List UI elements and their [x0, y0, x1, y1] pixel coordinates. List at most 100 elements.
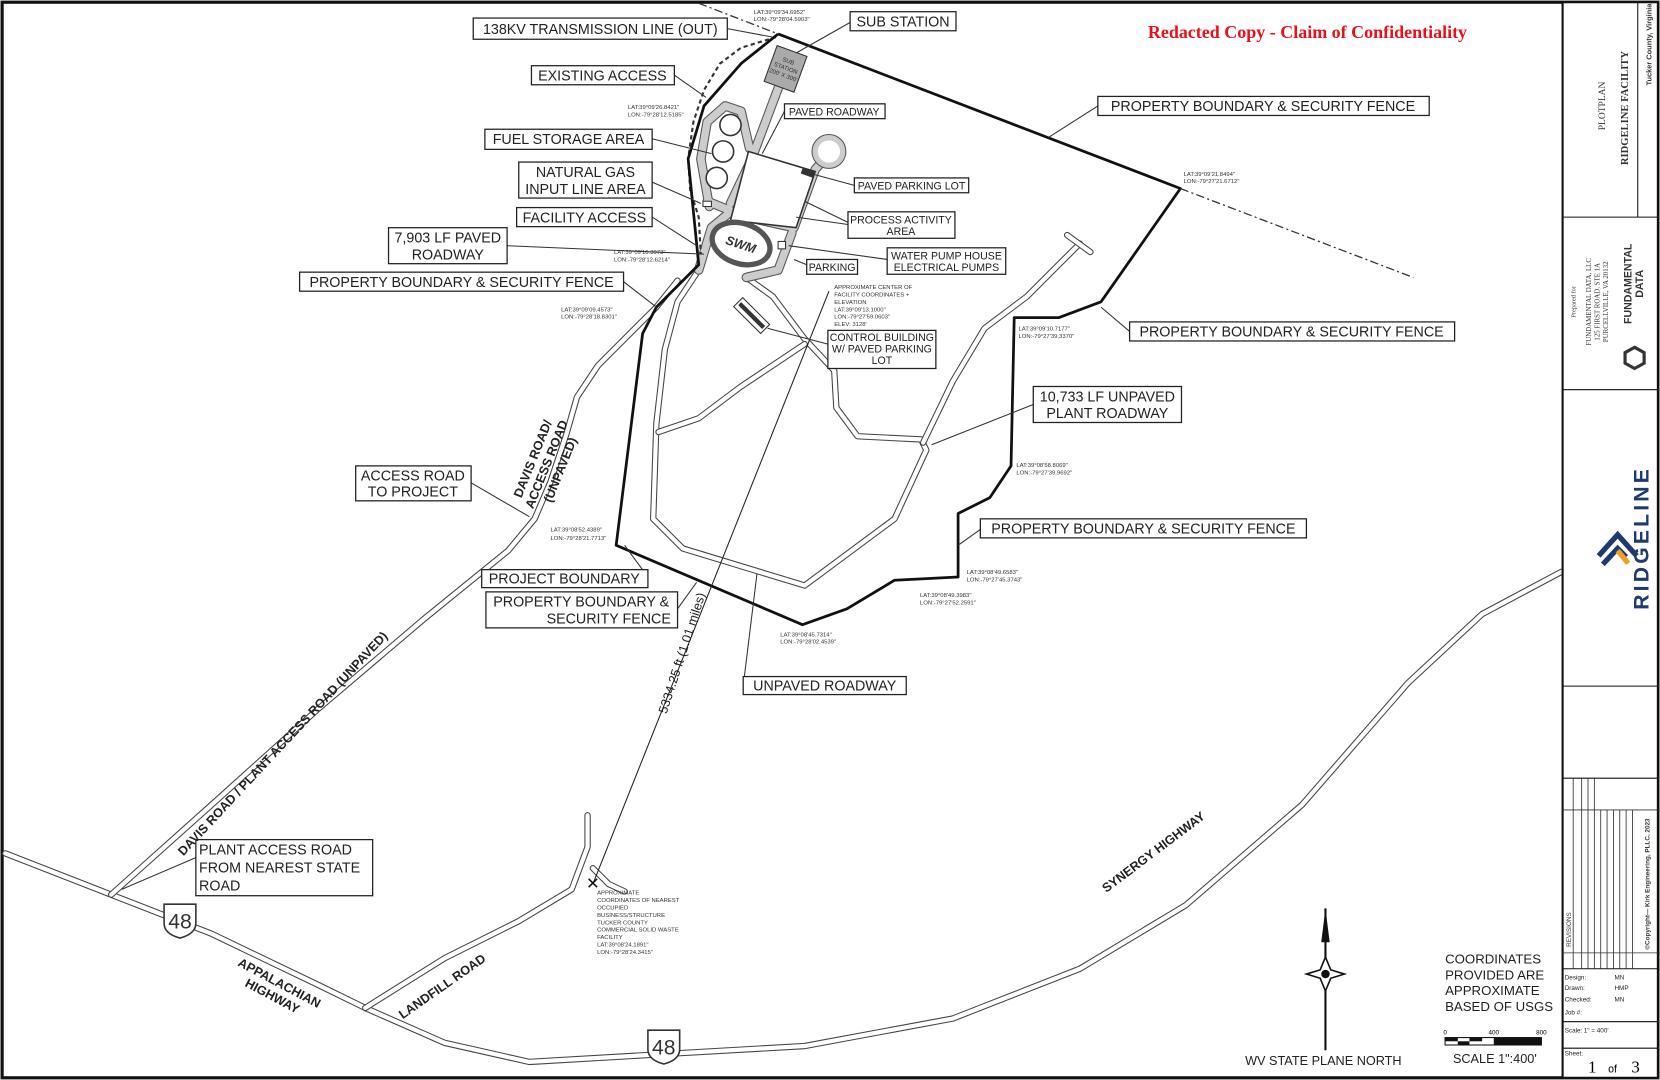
coordinates-note: COORDINATES PROVIDED ARE APPROXIMATE BAS…: [1445, 951, 1553, 1014]
svg-text:FROM NEAREST STATE: FROM NEAREST STATE: [199, 860, 360, 876]
callout-fence-east: PROPERTY BOUNDARY & SECURITY FENCE: [1128, 321, 1456, 342]
unpaved-plant-roads: [650, 231, 1094, 589]
svg-text:Scale:: Scale:: [1565, 1027, 1583, 1034]
north-reference: WV STATE PLANE NORTH: [1245, 1054, 1402, 1068]
svg-text:APPROXIMATE CENTER OF: APPROXIMATE CENTER OF: [834, 285, 912, 291]
fence-extension: [1180, 187, 1414, 279]
callout-existing-access: EXISTING ACCESS: [530, 65, 676, 86]
svg-text:FUNDAMENTAL: FUNDAMENTAL: [1622, 243, 1634, 324]
svg-text:LAT:39°09'13.1000": LAT:39°09'13.1000": [834, 307, 885, 313]
svg-text:LAT:39°09'21.8494": LAT:39°09'21.8494": [1184, 172, 1235, 178]
svg-text:PROPERTY BOUNDARY & SECURITY: PROPERTY BOUNDARY & SECURITY FENCE: [1111, 99, 1415, 115]
project-name: RIDGELINE FACILITY: [1620, 51, 1631, 165]
svg-text:LOT: LOT: [872, 355, 893, 367]
svg-text:INPUT LINE AREA: INPUT LINE AREA: [525, 182, 646, 198]
svg-text:SUB: SUB: [781, 57, 795, 67]
coord-label: LAT:39°09'21.8494"LON:-79°27'21.6712": [1184, 172, 1240, 185]
svg-text:LON:-79°28'02.4539": LON:-79°28'02.4539": [780, 640, 836, 646]
svg-text:LON:-79°28'24.3415": LON:-79°28'24.3415": [597, 950, 653, 956]
paved-parking-lot: [800, 167, 815, 178]
fuel-storage-tanks: [705, 113, 742, 190]
center-point-label: APPROXIMATE CENTER OF FACILITY COORDINAT…: [834, 285, 912, 328]
nearest-structure-label: APPROXIMATE COORDINATES OF NEAREST OCCUP…: [597, 891, 680, 956]
svg-text:PROCESS ACTIVITY: PROCESS ACTIVITY: [850, 214, 952, 226]
coord-label: LAT:39°09'10.7177"LON:-79°27'39.3370": [1018, 326, 1074, 339]
svg-text:Checked:: Checked:: [1565, 997, 1592, 1004]
property-boundary-fence: [614, 32, 1182, 627]
callout-paved-roadway: PAVED ROADWAY: [783, 103, 886, 120]
svg-text:400: 400: [1488, 1029, 1499, 1036]
svg-text:Drawn:: Drawn:: [1565, 985, 1585, 992]
svg-text:ELECTRICAL PUMPS: ELECTRICAL PUMPS: [894, 262, 999, 274]
svg-text:SUB STATION: SUB STATION: [856, 15, 949, 31]
callout-fence-south: PROPERTY BOUNDARY &SECURITY FENCE: [485, 591, 679, 629]
svg-text:ROAD: ROAD: [199, 878, 240, 894]
highways: [2, 277, 1565, 1066]
svg-text:PARKING: PARKING: [809, 262, 856, 274]
revisions-label: REVISIONS: [1566, 912, 1573, 947]
svg-text:PROPERTY BOUNDARY & SECURITY F: PROPERTY BOUNDARY & SECURITY FENCE: [309, 275, 613, 291]
coord-label: LAT:39°09'09.4573"LON:-79°28'18.8301": [561, 307, 617, 320]
svg-text:PROVIDED ARE: PROVIDED ARE: [1445, 967, 1544, 982]
sheet-type: PLOTPLAN: [1598, 81, 1608, 130]
callout-paved-parking: PAVED PARKING LOT: [853, 177, 970, 194]
svg-text:RIDGELINE: RIDGELINE: [1630, 466, 1653, 610]
sheet-number: 1 of 3: [1588, 1058, 1640, 1077]
svg-text:LON:-79°28'12.6214": LON:-79°28'12.6214": [614, 258, 670, 264]
cul-de-sac: [812, 135, 846, 168]
svg-text:MN: MN: [1614, 997, 1624, 1004]
fundamental-data-logo: FUNDAMENTAL DATA: [1622, 243, 1646, 371]
svg-text:LON:-79°28'04.5903": LON:-79°28'04.5903": [754, 17, 810, 23]
callout-project-boundary: PROJECT BOUNDARY: [481, 569, 649, 589]
svg-text:PROPERTY BOUNDARY &: PROPERTY BOUNDARY &: [493, 595, 669, 611]
svg-text:FACILITY ACCESS: FACILITY ACCESS: [523, 210, 647, 226]
svg-text:AREA: AREA: [887, 226, 917, 238]
svg-text:1" = 400': 1" = 400': [1584, 1027, 1609, 1034]
scale-bar: 0 400 800 SCALE 1":400': [1443, 1029, 1547, 1066]
svg-text:EXISTING ACCESS: EXISTING ACCESS: [538, 69, 667, 85]
svg-text:SCALE 1":400': SCALE 1":400': [1453, 1052, 1537, 1066]
svg-text:PURCELLVILLE, VA 20132: PURCELLVILLE, VA 20132: [1603, 261, 1610, 342]
copyright: ©Copyright— Kirk Engineering, PLLC. 2023: [1643, 818, 1651, 950]
svg-text:COMMERCIAL SOLID WASTE: COMMERCIAL SOLID WASTE: [597, 928, 679, 934]
svg-text:10,733 LF UNPAVED: 10,733 LF UNPAVED: [1040, 389, 1175, 405]
svg-text:PROJECT BOUNDARY: PROJECT BOUNDARY: [489, 571, 641, 587]
svg-text:WATER PUMP HOUSE: WATER PUMP HOUSE: [891, 250, 1002, 262]
svg-text:FUNDAMENTAL DATA, LLC: FUNDAMENTAL DATA, LLC: [1586, 258, 1593, 346]
coord-label: LAT:39°08'52.4389"LON:-79°28'21.7713": [551, 528, 607, 542]
coord-label: LAT:39°08'58.8069"LON:-79°27'39.9692": [1016, 463, 1072, 476]
coord-label: LAT:39°09'26.8421"LON:-79°28'12.5185": [628, 105, 684, 118]
svg-text:FACILITY COORDINATES +: FACILITY COORDINATES +: [834, 293, 910, 299]
svg-text:LAT:39°09'09.4573": LAT:39°09'09.4573": [561, 307, 612, 313]
process-activity-area: [729, 150, 817, 229]
natural-gas-input: [702, 200, 712, 208]
svg-text:1: 1: [1588, 1058, 1596, 1077]
svg-text:HMP: HMP: [1614, 985, 1628, 992]
svg-text:COORDINATES OF NEAREST: COORDINATES OF NEAREST: [597, 898, 680, 904]
drawing-info: Design:MN Drawn:HMP Checked:MN Job #: Sc…: [1565, 974, 1629, 1057]
callout-unpaved-roadway: UNPAVED ROADWAY: [742, 675, 907, 696]
svg-text:PAVED PARKING LOT: PAVED PARKING LOT: [858, 181, 966, 193]
callout-parking: PARKING: [806, 258, 859, 275]
coord-label: LAT:39°09'34.6952"LON:-79°28'04.5903": [754, 10, 810, 23]
svg-text:LAT:39°08'45.7314": LAT:39°08'45.7314": [780, 632, 831, 638]
svg-text:FUEL STORAGE AREA: FUEL STORAGE AREA: [493, 132, 645, 148]
svg-text:LON:-79°28'21.7713": LON:-79°28'21.7713": [551, 536, 607, 542]
existing-access-path: [687, 36, 777, 255]
svg-text:Sheet:: Sheet:: [1565, 1051, 1584, 1058]
svg-text:LAT:39°08'24.1891": LAT:39°08'24.1891": [597, 943, 648, 949]
county: Tucker County, Virginia: [1645, 3, 1654, 86]
svg-text:of: of: [1608, 1064, 1617, 1076]
svg-text:125 FIRST ROAD, STE 1A: 125 FIRST ROAD, STE 1A: [1595, 263, 1602, 341]
svg-text:0: 0: [1443, 1029, 1447, 1036]
svg-text:800: 800: [1536, 1029, 1547, 1036]
svg-text:ELEV: 3128': ELEV: 3128': [834, 322, 866, 328]
coord-label: LAT:39°09'10.3973"LON:-79°28'12.6214": [614, 250, 670, 263]
svg-text:PROPERTY BOUNDARY & SECURITY F: PROPERTY BOUNDARY & SECURITY FENCE: [991, 522, 1295, 538]
coord-label: LAT:39°08'49.6583"LON:-79°27'45.3743": [967, 570, 1023, 583]
